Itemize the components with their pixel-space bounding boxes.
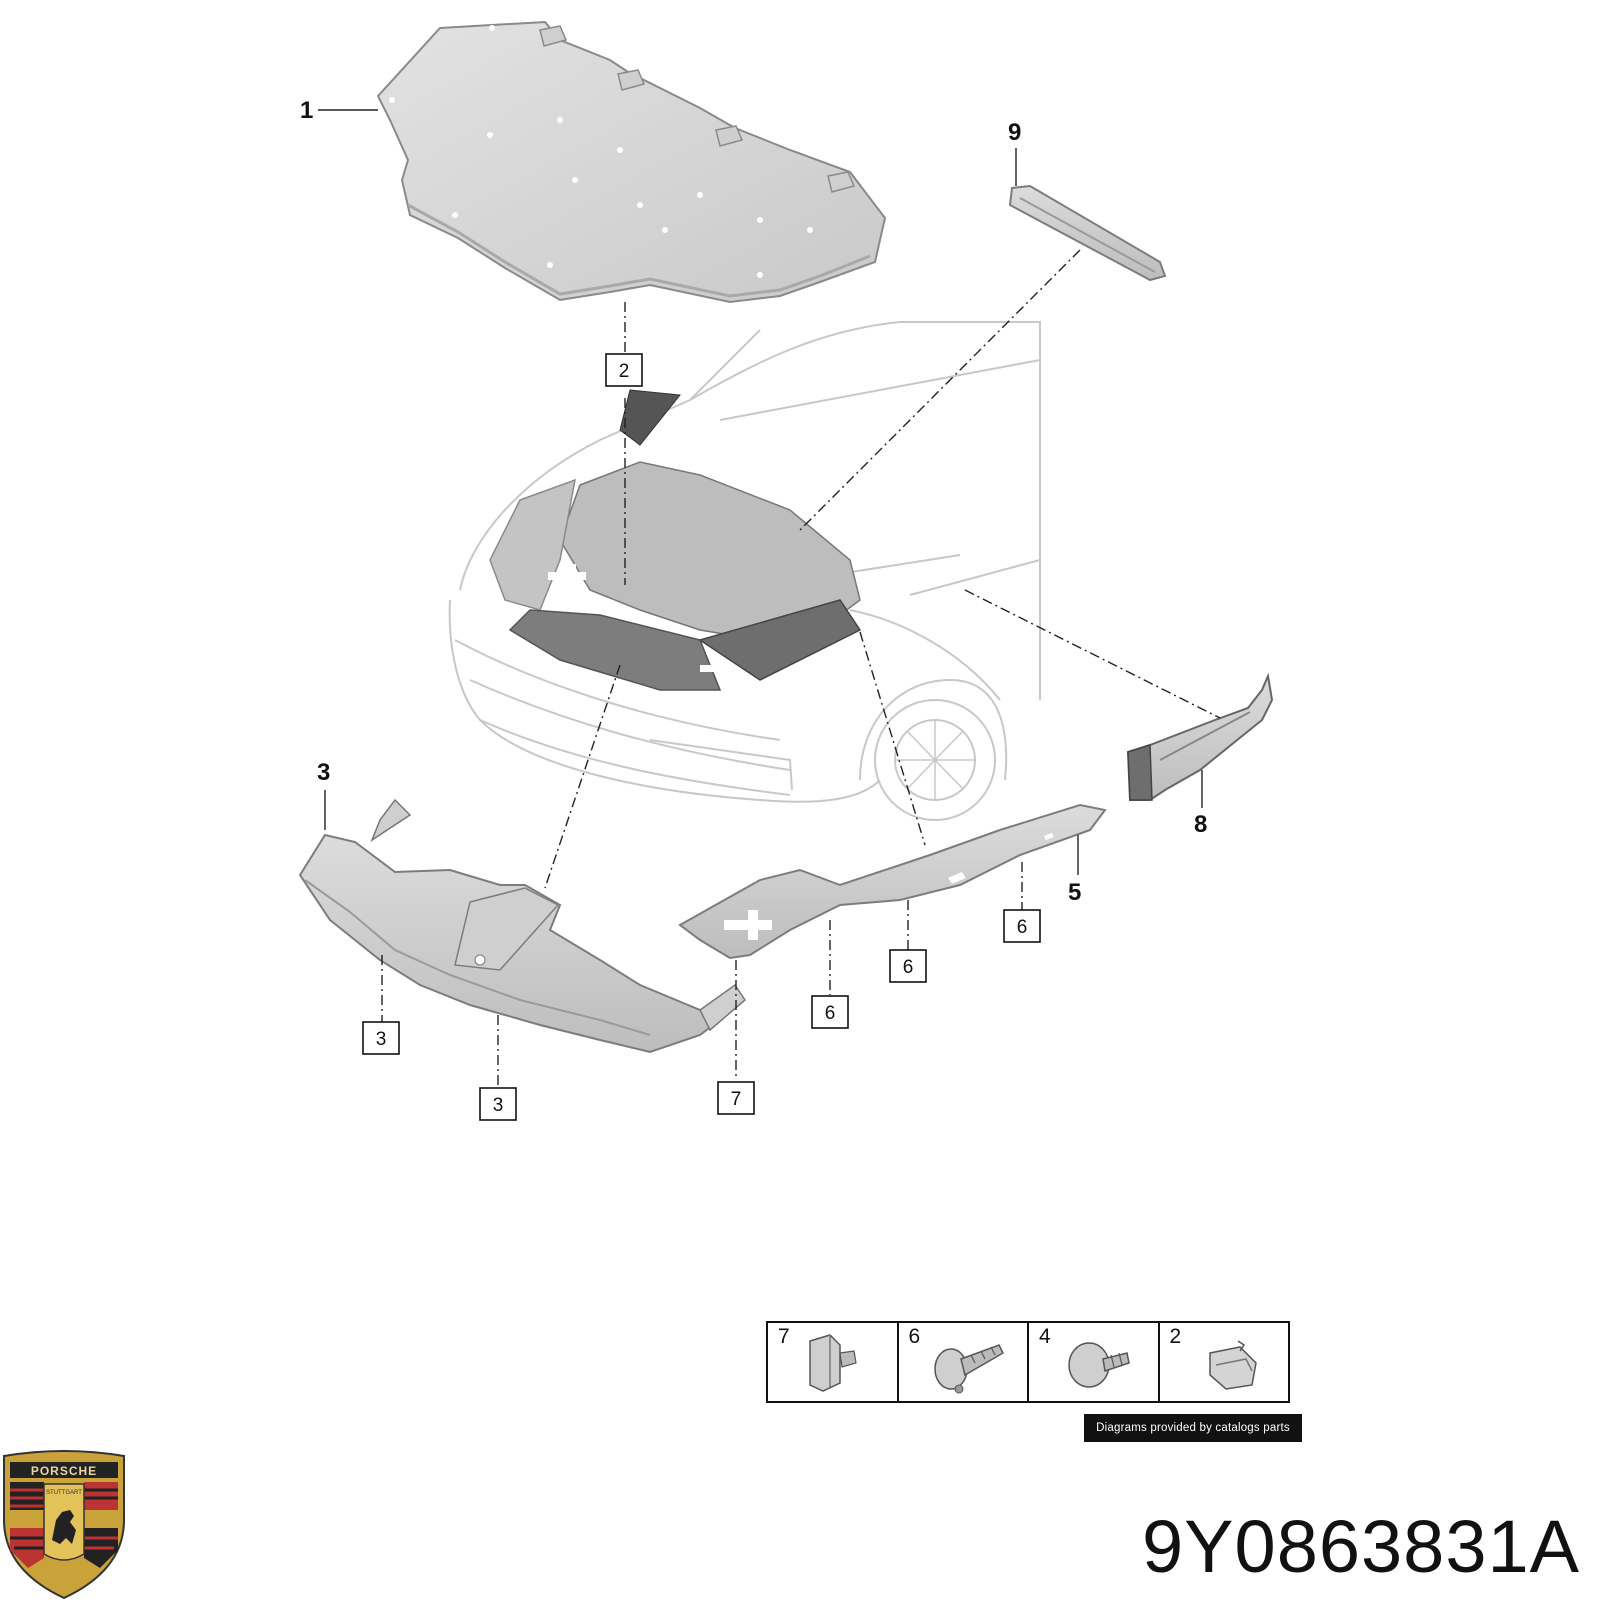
- ref-box-6c: 6: [1003, 909, 1041, 943]
- porsche-crest-logo: PORSCHE STUTTGART: [3, 1450, 125, 1600]
- svg-text:3: 3: [493, 1095, 504, 1116]
- cowl-bracket-strip: [1008, 184, 1167, 282]
- leader-lines: [318, 109, 1221, 1088]
- ref-box-6b: 6: [889, 949, 927, 983]
- hood-insulation-pad: [376, 20, 887, 304]
- ref-box-2: 2: [605, 353, 643, 387]
- installed-insulation-pad: [489, 389, 862, 691]
- side-air-duct: [1126, 672, 1274, 801]
- fastener-cell-4: 4: [1029, 1323, 1160, 1401]
- vehicle-front-outline: [448, 321, 1041, 821]
- fastener-number: 4: [1039, 1325, 1051, 1348]
- callout-1: 1: [300, 97, 313, 124]
- diagram-credit: Diagrams provided by catalogs parts: [1084, 1414, 1302, 1442]
- svg-text:6: 6: [1017, 917, 1028, 938]
- ref-box-3b: 3: [479, 1087, 517, 1121]
- svg-text:2: 2: [619, 361, 630, 382]
- svg-text:6: 6: [903, 957, 914, 978]
- svg-text:6: 6: [825, 1003, 836, 1024]
- fastener-number: 2: [1169, 1325, 1182, 1348]
- front-cover-panel: [298, 798, 746, 1054]
- fastener-cell-2: 2: [1160, 1323, 1289, 1401]
- screw-icon: [1068, 1342, 1130, 1388]
- lock-carrier-trim-panel: [678, 803, 1107, 960]
- svg-text:PORSCHE: PORSCHE: [31, 1464, 97, 1478]
- spring-clip-icon: [1208, 1340, 1257, 1390]
- fastener-cell-6: 6: [899, 1323, 1029, 1401]
- callout-9: 9: [1008, 119, 1021, 146]
- ref-box-6a: 6: [811, 995, 849, 1029]
- fastener-legend: 7 6 4 2: [766, 1321, 1290, 1403]
- ref-box-7: 7: [717, 1081, 755, 1115]
- callout-8: 8: [1194, 811, 1207, 838]
- ref-box-3a: 3: [362, 1021, 400, 1055]
- callout-5: 5: [1068, 879, 1081, 906]
- fastener-cell-7: 7: [768, 1323, 899, 1401]
- fastener-number: 7: [778, 1325, 790, 1348]
- expansion-rivet-icon: [933, 1344, 1004, 1394]
- fastener-number: 6: [908, 1325, 921, 1348]
- part-number: 9Y0863831A: [1142, 1505, 1580, 1588]
- svg-text:STUTTGART: STUTTGART: [46, 1490, 82, 1496]
- svg-text:3: 3: [376, 1029, 387, 1050]
- callout-3: 3: [317, 759, 330, 786]
- svg-text:7: 7: [731, 1089, 742, 1110]
- clip-nut-icon: [809, 1334, 857, 1392]
